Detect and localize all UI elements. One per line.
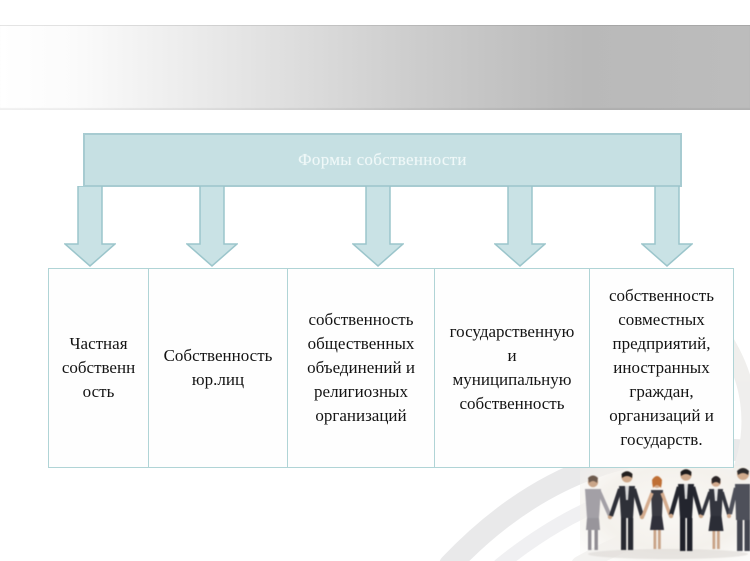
person-silhouette — [700, 476, 732, 549]
ownership-box-state-municipal: государственную и муниципальную собствен… — [434, 268, 590, 468]
ownership-box-text: собственность совместных предприятий, ин… — [609, 286, 714, 449]
person-silhouette — [585, 475, 613, 550]
ownership-box-joint-foreign: собственность совместных предприятий, ин… — [589, 268, 734, 468]
ownership-box-text: Частная собственн ость — [61, 334, 136, 401]
person-silhouette — [641, 476, 672, 549]
down-arrow-icon — [494, 186, 546, 267]
down-arrow-icon — [352, 186, 404, 267]
down-arrow-icon — [186, 186, 238, 267]
ownership-box-private: Частная собственн ость — [48, 268, 149, 468]
down-arrow-icon — [641, 186, 693, 267]
diagram-root-box: Формы собственности — [83, 133, 682, 187]
ownership-box-text: собственность общественных объединений и… — [307, 310, 415, 425]
person-silhouette — [727, 468, 750, 551]
person-silhouette — [668, 469, 704, 551]
people-photo — [580, 466, 750, 561]
ownership-box-legal-entities: Собственность юр.лиц — [148, 268, 288, 468]
ownership-box-text: Собственность юр.лиц — [163, 346, 273, 389]
top-gradient-band — [0, 25, 750, 110]
diagram-root-label: Формы собственности — [298, 150, 467, 169]
person-silhouette — [609, 471, 645, 550]
ownership-box-text: государственную и муниципальную собствен… — [449, 322, 575, 413]
down-arrow-icon — [64, 186, 116, 267]
ownership-box-public-organizations: собственность общественных объединений и… — [287, 268, 435, 468]
